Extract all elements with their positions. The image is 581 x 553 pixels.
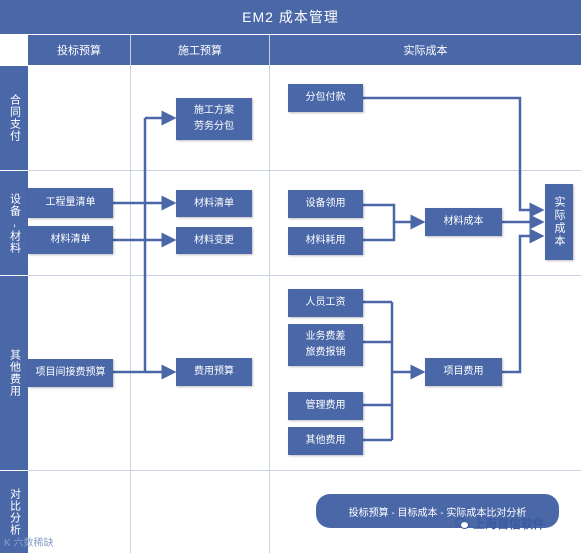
column-header-bid-label: 投标预算 (57, 45, 101, 57)
construction-plan-box: 施工方案 劳务分包 (176, 98, 252, 140)
equipment-use-box: 设备领用 (288, 190, 363, 218)
compare-analysis-bar: 投标预算 - 目标成本 - 实际成本比对分析 (316, 494, 559, 528)
grid-line (269, 35, 270, 553)
row-header-equipment: 设备,材料 (0, 171, 28, 275)
business-entertain-label: 业务费差 (305, 331, 346, 342)
row-header-other-label: 其他费用 (8, 349, 21, 397)
grid-line (28, 470, 581, 471)
subcontract-pay-box: 分包付款 (288, 84, 363, 112)
material-consume-label: 材料耗用 (305, 235, 346, 246)
wechat-icon (455, 517, 469, 530)
project-indirect-budget-box: 项目间接费预算 (28, 359, 113, 387)
material-change-label: 材料变更 (194, 234, 234, 246)
page-title: EM2 成本管理 (0, 0, 581, 34)
construction-plan-label: 施工方案 (194, 105, 234, 116)
watermark-left: K 六数稀缺 (4, 534, 53, 549)
management-fee-box: 管理费用 (288, 392, 363, 420)
material-consume-box: 材料耗用 (288, 227, 363, 255)
row-header-other: 其他费用 (0, 276, 28, 470)
subcontract-pay-label: 分包付款 (305, 92, 346, 103)
quantity-list-label: 工程量清单 (45, 197, 96, 208)
project-fee-box: 项目费用 (425, 358, 502, 386)
material-change-box: 材料变更 (176, 227, 252, 254)
material-cost-box: 材料成本 (425, 208, 502, 236)
staff-wage-label: 人员工资 (305, 297, 346, 308)
other-fee-label: 其他费用 (305, 435, 346, 446)
business-travel-box: 业务费差 旅费报销 (288, 324, 363, 366)
grid-line (28, 275, 581, 276)
column-header-construction: 施工预算 (131, 35, 269, 65)
column-header-actual: 实际成本 (270, 35, 581, 65)
material-cost-label: 材料成本 (443, 216, 484, 227)
compare-analysis-label: 投标预算 - 目标成本 - 实际成本比对分析 (348, 507, 527, 519)
labor-subcontract-label: 劳务分包 (194, 121, 234, 132)
actual-cost-label: 实际成本 (553, 196, 565, 248)
page-title-text: EM2 成本管理 (242, 9, 339, 25)
staff-wage-box: 人员工资 (288, 289, 363, 317)
material-list-bid-box: 材料清单 (28, 226, 113, 254)
material-list-label: 材料清单 (194, 197, 234, 209)
management-fee-label: 管理费用 (305, 400, 346, 411)
watermark-brand-label: 上海首信软件 (473, 517, 546, 531)
row-header-compare: 对比分析 (0, 471, 28, 553)
row-header-equipment-label: 设备,材料 (8, 192, 21, 254)
material-list-bid-label: 材料清单 (50, 234, 91, 245)
grid-line (28, 170, 581, 171)
row-header-compare-label: 对比分析 (8, 488, 21, 536)
column-header-construction-label: 施工预算 (178, 45, 222, 57)
material-list-box: 材料清单 (176, 190, 252, 217)
watermark-brand: 上海首信软件 (455, 515, 545, 532)
actual-cost-box: 实际成本 (545, 184, 573, 260)
column-header-actual-label: 实际成本 (403, 45, 448, 57)
project-fee-label: 项目费用 (443, 366, 484, 377)
column-header-bid: 投标预算 (28, 35, 130, 65)
other-fee-box: 其他费用 (288, 427, 363, 455)
project-indirect-budget-label: 项目间接费预算 (35, 367, 106, 378)
grid-line (130, 35, 131, 553)
equipment-use-label: 设备领用 (305, 198, 346, 209)
row-header-contract-label: 合同支付 (8, 94, 21, 142)
quantity-list-box: 工程量清单 (28, 188, 113, 218)
expense-budget-label: 费用预算 (194, 366, 234, 377)
travel-reimburse-label: 旅费报销 (305, 347, 346, 358)
expense-budget-box: 费用预算 (176, 358, 252, 386)
watermark-left-label: K 六数稀缺 (4, 538, 54, 549)
row-header-contract: 合同支付 (0, 66, 28, 170)
